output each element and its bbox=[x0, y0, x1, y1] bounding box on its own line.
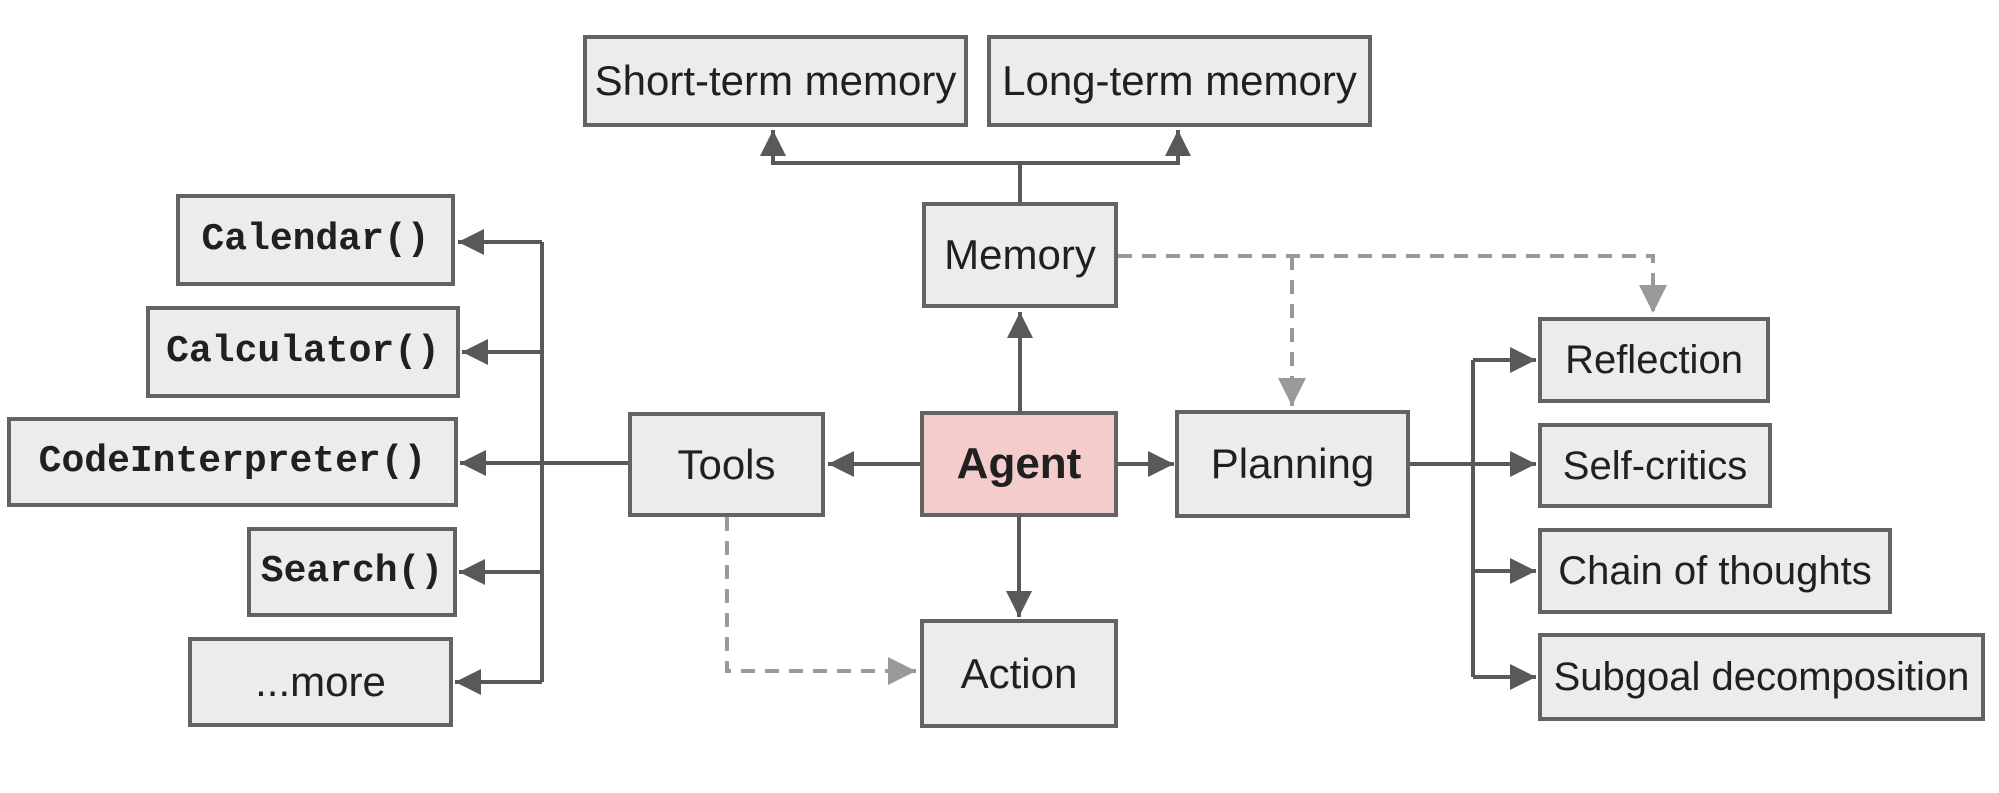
node-action: Action bbox=[920, 619, 1118, 728]
node-agent: Agent bbox=[920, 411, 1118, 517]
node-calculator: Calculator() bbox=[146, 306, 460, 398]
node-calendar-label: Calendar() bbox=[201, 218, 430, 261]
edge-tools-action-dashed bbox=[725, 517, 916, 685]
edge-memory-reflection-dashed bbox=[1118, 254, 1667, 313]
node-memory-label: Memory bbox=[944, 231, 1096, 278]
node-memory: Memory bbox=[922, 202, 1118, 308]
node-tools: Tools bbox=[628, 412, 825, 517]
node-self-critics: Self-critics bbox=[1538, 423, 1772, 508]
node-more-label: ...more bbox=[255, 658, 386, 705]
node-subgoal-decomposition: Subgoal decomposition bbox=[1538, 633, 1985, 721]
node-short-term-memory: Short-term memory bbox=[583, 35, 968, 127]
node-chain-of-thoughts-label: Chain of thoughts bbox=[1558, 549, 1872, 593]
node-short-term-memory-label: Short-term memory bbox=[594, 57, 957, 104]
node-planning: Planning bbox=[1175, 410, 1410, 518]
node-calendar: Calendar() bbox=[176, 194, 455, 286]
node-agent-label: Agent bbox=[956, 439, 1082, 488]
node-reflection: Reflection bbox=[1538, 317, 1770, 403]
node-tools-label: Tools bbox=[677, 440, 776, 488]
node-long-term-memory-label: Long-term memory bbox=[1002, 57, 1357, 104]
node-more: ...more bbox=[188, 637, 453, 727]
node-action-label: Action bbox=[960, 649, 1078, 697]
node-self-critics-label: Self-critics bbox=[1562, 443, 1748, 488]
node-long-term-memory: Long-term memory bbox=[987, 35, 1372, 127]
node-code-interpreter-label: CodeInterpreter() bbox=[38, 440, 427, 483]
node-chain-of-thoughts: Chain of thoughts bbox=[1538, 528, 1892, 614]
node-subgoal-decomposition-label: Subgoal decomposition bbox=[1553, 655, 1970, 699]
node-code-interpreter: CodeInterpreter() bbox=[7, 417, 458, 507]
node-search-label: Search() bbox=[260, 550, 444, 593]
node-reflection-label: Reflection bbox=[1565, 338, 1743, 382]
node-planning-label: Planning bbox=[1210, 440, 1375, 487]
node-search: Search() bbox=[247, 527, 457, 617]
node-calculator-label: Calculator() bbox=[166, 330, 440, 373]
